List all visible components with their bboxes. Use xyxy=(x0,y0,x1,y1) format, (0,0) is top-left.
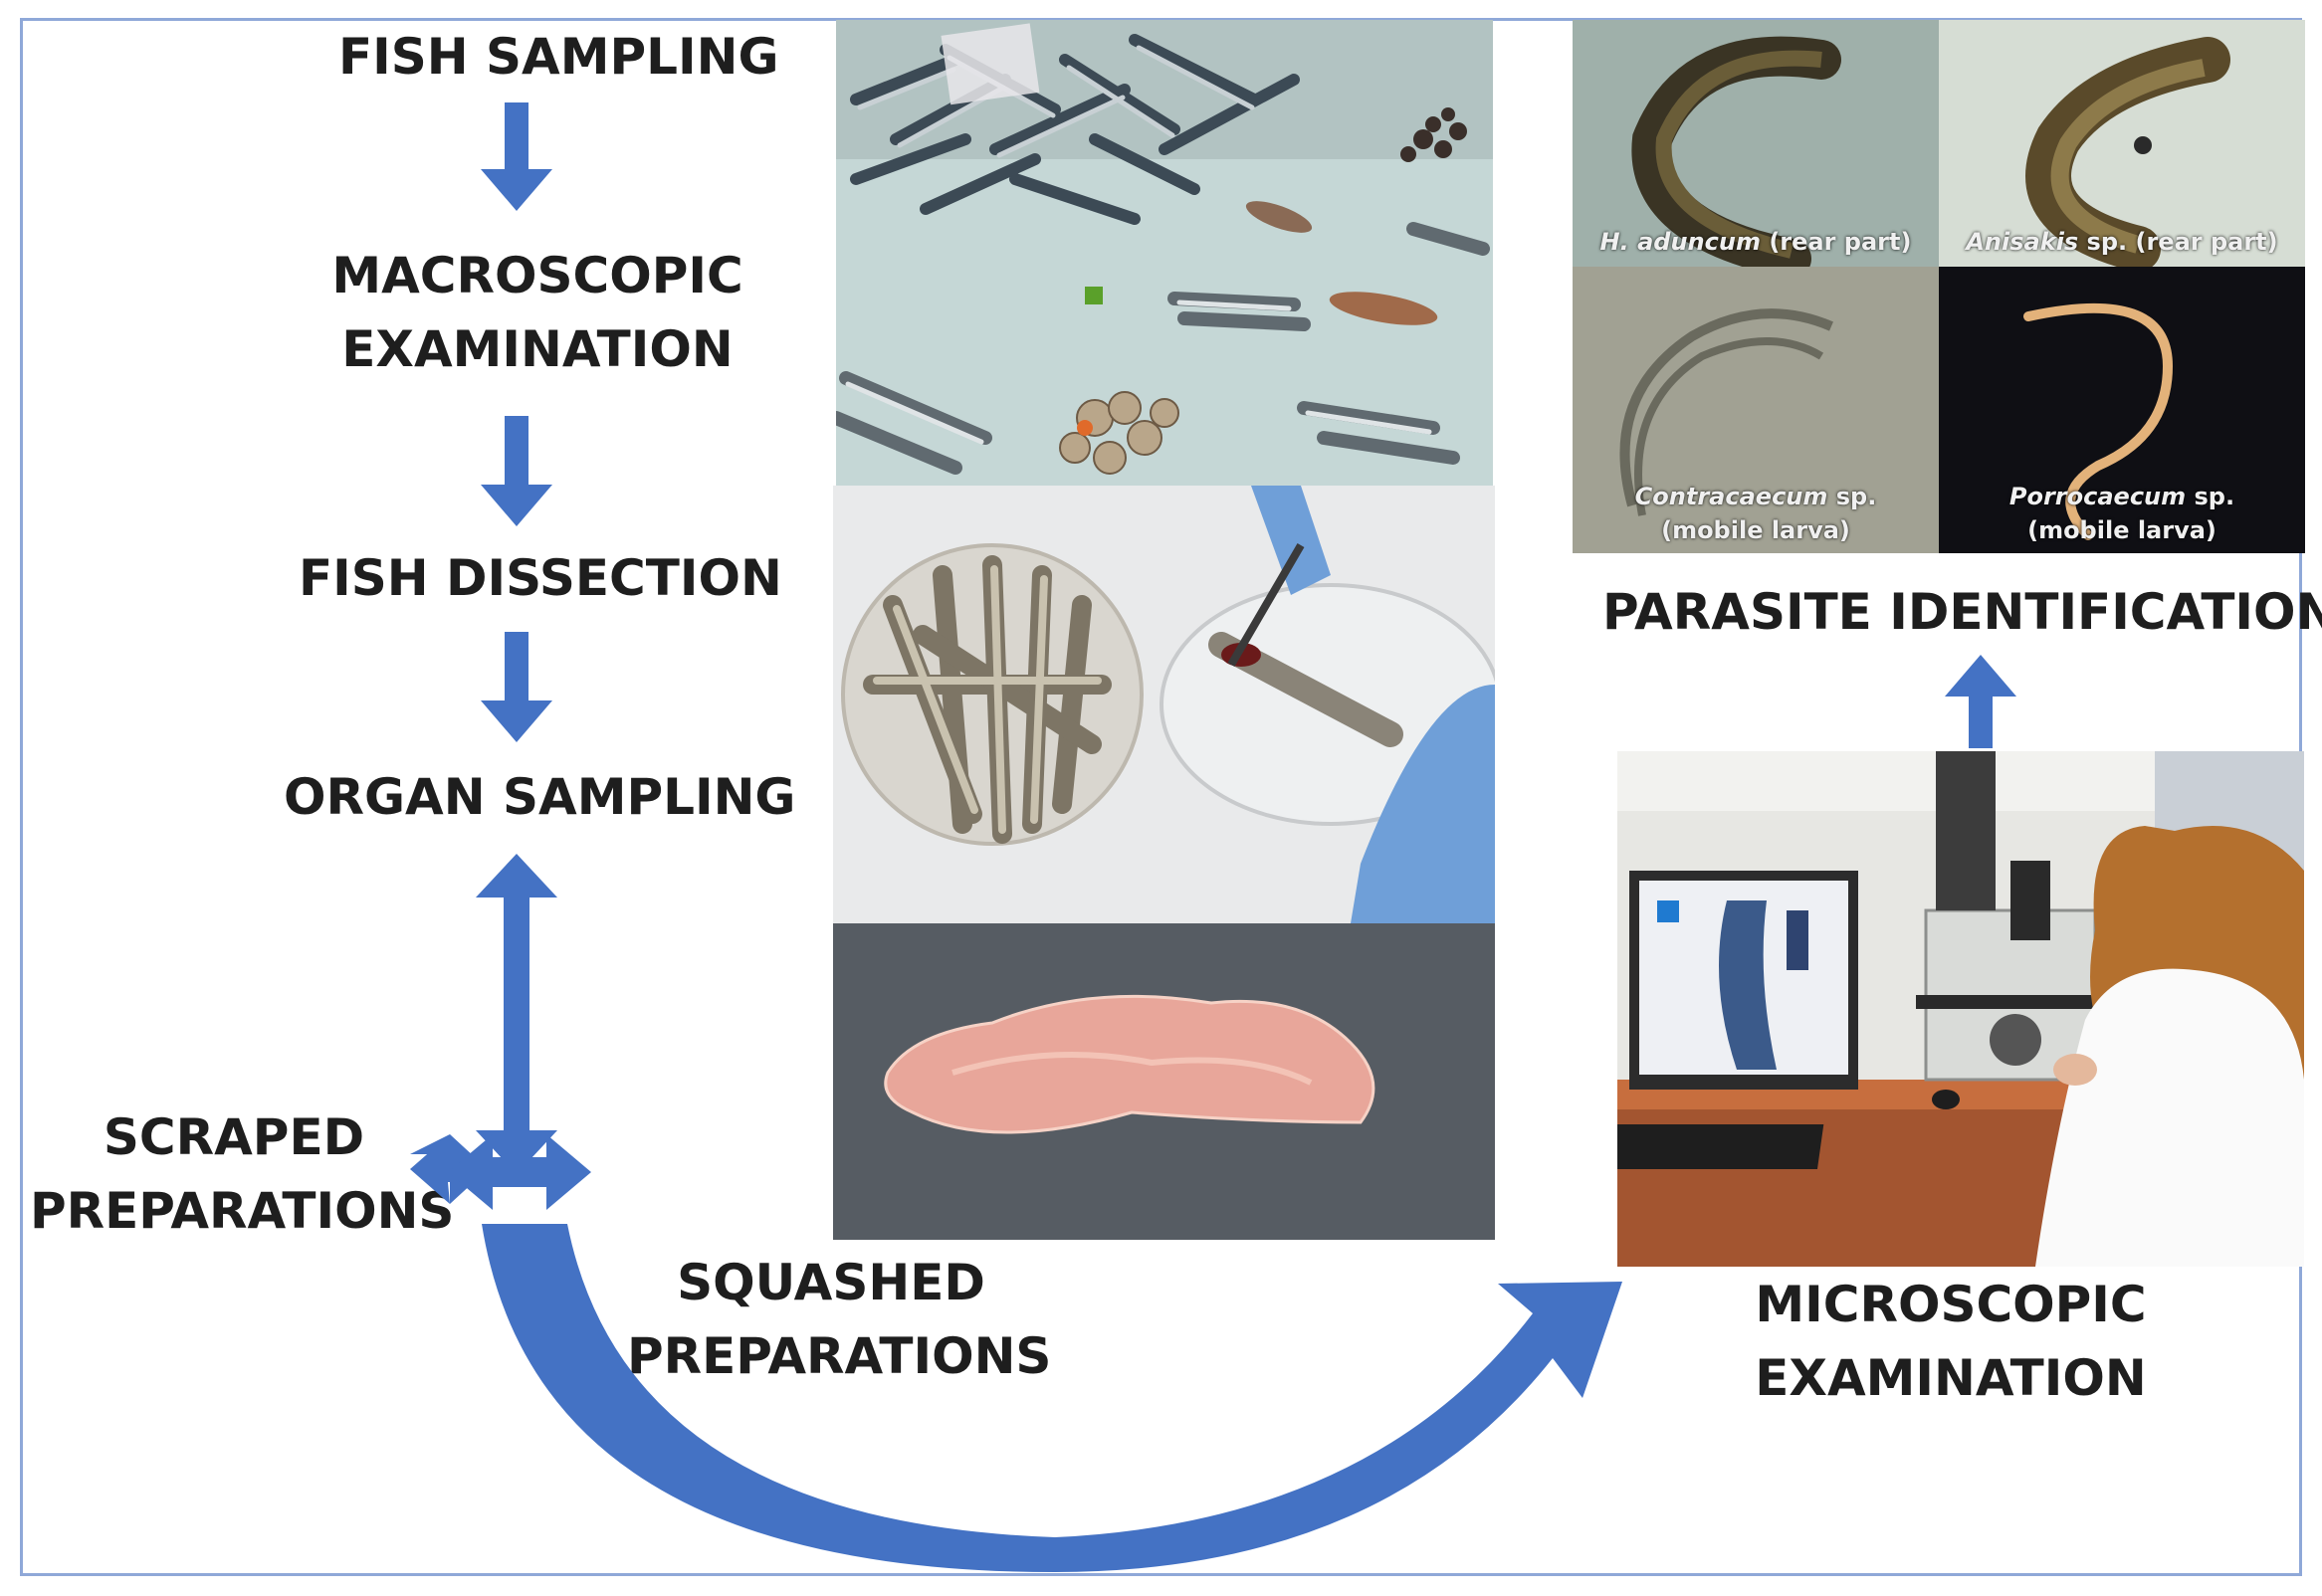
step-fish-dissection: FISH DISSECTION xyxy=(299,549,782,607)
step-scraped-line2: PREPARATIONS xyxy=(30,1182,455,1240)
caption-contracaecum-suffix: sp. xyxy=(1827,483,1877,510)
step-parasite-identification: PARASITE IDENTIFICATION xyxy=(1602,583,2322,641)
step-microscopic-examination: MICROSCOPIC EXAMINATION xyxy=(1732,1268,2170,1415)
photo-fish-dissection xyxy=(833,486,1495,923)
step-fish-sampling: FISH SAMPLING xyxy=(338,28,779,86)
micrograph-contracaecum: Contracaecum sp. (mobile larva) xyxy=(1573,267,1939,553)
step-squashed-preparations: SQUASHED PREPARATIONS xyxy=(627,1246,1052,1393)
step-scraped-line1: SCRAPED xyxy=(103,1108,365,1166)
photo-fish-sampling xyxy=(836,20,1493,486)
photo-microscopy-lab xyxy=(1617,751,2304,1267)
caption-h-aduncum-name: H. aduncum xyxy=(1599,228,1761,256)
caption-anisakis-name: Anisakis xyxy=(1966,228,2079,256)
caption-h-aduncum: H. aduncum (rear part) xyxy=(1573,225,1939,259)
caption-h-aduncum-suffix: (rear part) xyxy=(1760,228,1912,256)
caption-porrocaecum: Porrocaecum sp. (mobile larva) xyxy=(1939,480,2305,547)
step-macroscopic-examination: MACROSCOPIC EXAMINATION xyxy=(318,239,756,386)
caption-contracaecum: Contracaecum sp. (mobile larva) xyxy=(1573,480,1939,547)
step-squashed-line1: SQUASHED xyxy=(677,1254,985,1311)
caption-contracaecum-line1: Contracaecum sp. xyxy=(1573,480,1939,513)
caption-contracaecum-name: Contracaecum xyxy=(1634,483,1828,510)
step-organ-sampling: ORGAN SAMPLING xyxy=(284,768,796,826)
caption-anisakis-suffix: sp. (rear part) xyxy=(2078,228,2278,256)
caption-porrocaecum-line1: Porrocaecum sp. xyxy=(1939,480,2305,513)
photo-organ-sample xyxy=(833,923,1495,1240)
micrograph-anisakis: Anisakis sp. (rear part) xyxy=(1939,20,2305,267)
caption-porrocaecum-line2: (mobile larva) xyxy=(2027,516,2216,544)
caption-anisakis: Anisakis sp. (rear part) xyxy=(1939,225,2305,259)
step-microscopic-line2: EXAMINATION xyxy=(1755,1349,2147,1407)
caption-porrocaecum-suffix: sp. xyxy=(2186,483,2235,510)
micrograph-h-aduncum: H. aduncum (rear part) xyxy=(1573,20,1939,267)
step-microscopic-line1: MICROSCOPIC xyxy=(1755,1276,2147,1333)
step-macroscopic-line2: EXAMINATION xyxy=(341,320,734,378)
caption-porrocaecum-name: Porrocaecum xyxy=(2008,483,2187,510)
caption-contracaecum-line2: (mobile larva) xyxy=(1661,516,1850,544)
step-macroscopic-line1: MACROSCOPIC xyxy=(331,247,743,304)
micrograph-porrocaecum: Porrocaecum sp. (mobile larva) xyxy=(1939,267,2305,553)
step-squashed-line2: PREPARATIONS xyxy=(627,1327,1052,1385)
step-scraped-preparations: SCRAPED PREPARATIONS xyxy=(30,1100,455,1248)
